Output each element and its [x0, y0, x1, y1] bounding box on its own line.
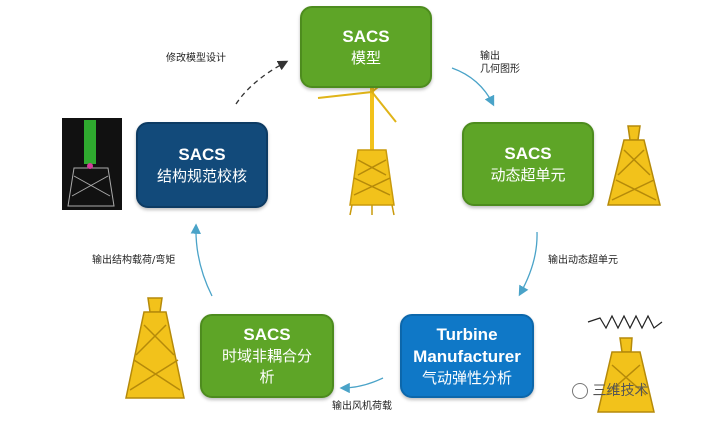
sacs-model-box: SACS 模型 [300, 6, 432, 88]
label-output-superelement: 输出动态超单元 [548, 255, 618, 266]
watermark: 三维技术 [572, 380, 648, 400]
jacket-structure-icon-right [607, 125, 661, 206]
arrow-dynamic-to-turbine [518, 231, 538, 297]
arrow-model-to-dynamic [451, 67, 495, 107]
turbine-subtitle: 气动弹性分析 [421, 368, 512, 387]
sacs-dynamic-box: SACS 动态超单元 [462, 122, 594, 206]
code-check-render-icon [62, 118, 122, 210]
code-check-title: SACS [178, 144, 226, 164]
arrow-timedomain-to-code [190, 223, 213, 297]
watermark-text: 三维技术 [592, 383, 649, 399]
arrow-turbine-to-timedomain [339, 377, 384, 394]
sacs-model-subtitle: 模型 [350, 48, 381, 67]
turbine-title-line2: Manufacturer [413, 346, 521, 366]
jacket-structure-icon-left [125, 297, 185, 399]
turbine-manufacturer-box: Turbine Manufacturer 气动弹性分析 [400, 314, 534, 398]
arrow-code-to-model [235, 60, 289, 105]
label-output-geometry-line1: 输出 [480, 51, 500, 62]
turbine-title: Turbine [436, 324, 498, 344]
timedomain-subtitle: 时域非耦合分 [221, 347, 312, 365]
label-output-geometry-line2: 几何图形 [480, 64, 520, 75]
label-output-geometry: 输出 几何图形 [480, 50, 520, 76]
label-output-loads: 输出结构载荷/弯矩 [92, 255, 176, 266]
watermark-logo-icon [572, 383, 588, 399]
label-modify-design: 修改模型设计 [166, 53, 226, 64]
timedomain-subtitle-line2: 析 [259, 368, 275, 386]
sacs-dynamic-subtitle: 动态超单元 [490, 165, 566, 184]
sacs-timedomain-box: SACS 时域非耦合分 析 [200, 314, 334, 398]
sacs-dynamic-title: SACS [504, 143, 552, 163]
jacket-with-signal-icon [587, 314, 663, 413]
sacs-model-title: SACS [342, 26, 390, 46]
timedomain-title: SACS [243, 325, 291, 344]
wind-turbine-jacket-icon [317, 69, 399, 216]
sacs-code-check-box: SACS 结构规范校核 [136, 122, 268, 208]
label-output-windload: 输出风机荷载 [332, 401, 392, 412]
code-check-subtitle: 结构规范校核 [156, 166, 247, 185]
